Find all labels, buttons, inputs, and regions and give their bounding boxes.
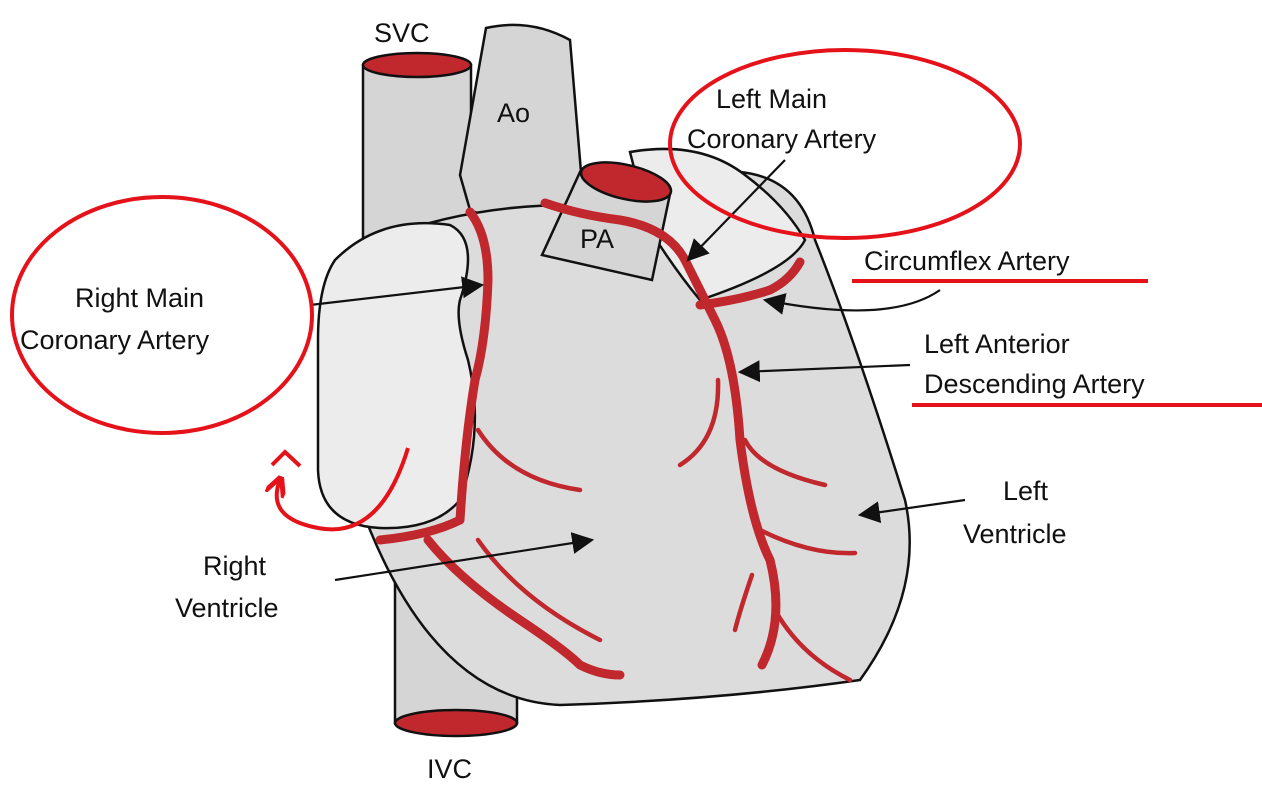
circumflex-label: Circumflex Artery	[864, 246, 1070, 276]
left-ventricle-label-line1: Left	[1003, 476, 1049, 506]
left-ventricle-label-line2: Ventricle	[963, 519, 1067, 549]
right-ventricle-label-line2: Ventricle	[175, 593, 279, 623]
left-main-label-line2: Coronary Artery	[687, 124, 877, 154]
highlight-right-main-circle	[12, 197, 312, 433]
right-main-label-line1: Right Main	[75, 283, 204, 313]
right-ventricle-label-line1: Right	[203, 551, 267, 581]
svc-label: SVC	[374, 18, 430, 48]
pa-label: PA	[580, 224, 614, 254]
ivc-label: IVC	[427, 754, 472, 784]
lad-label-line2: Descending Artery	[924, 369, 1145, 399]
ao-label: Ao	[497, 98, 530, 128]
lad-label-line1: Left Anterior	[924, 329, 1070, 359]
right-main-label-line2: Coronary Artery	[20, 325, 210, 355]
left-main-label-line1: Left Main	[716, 84, 827, 114]
